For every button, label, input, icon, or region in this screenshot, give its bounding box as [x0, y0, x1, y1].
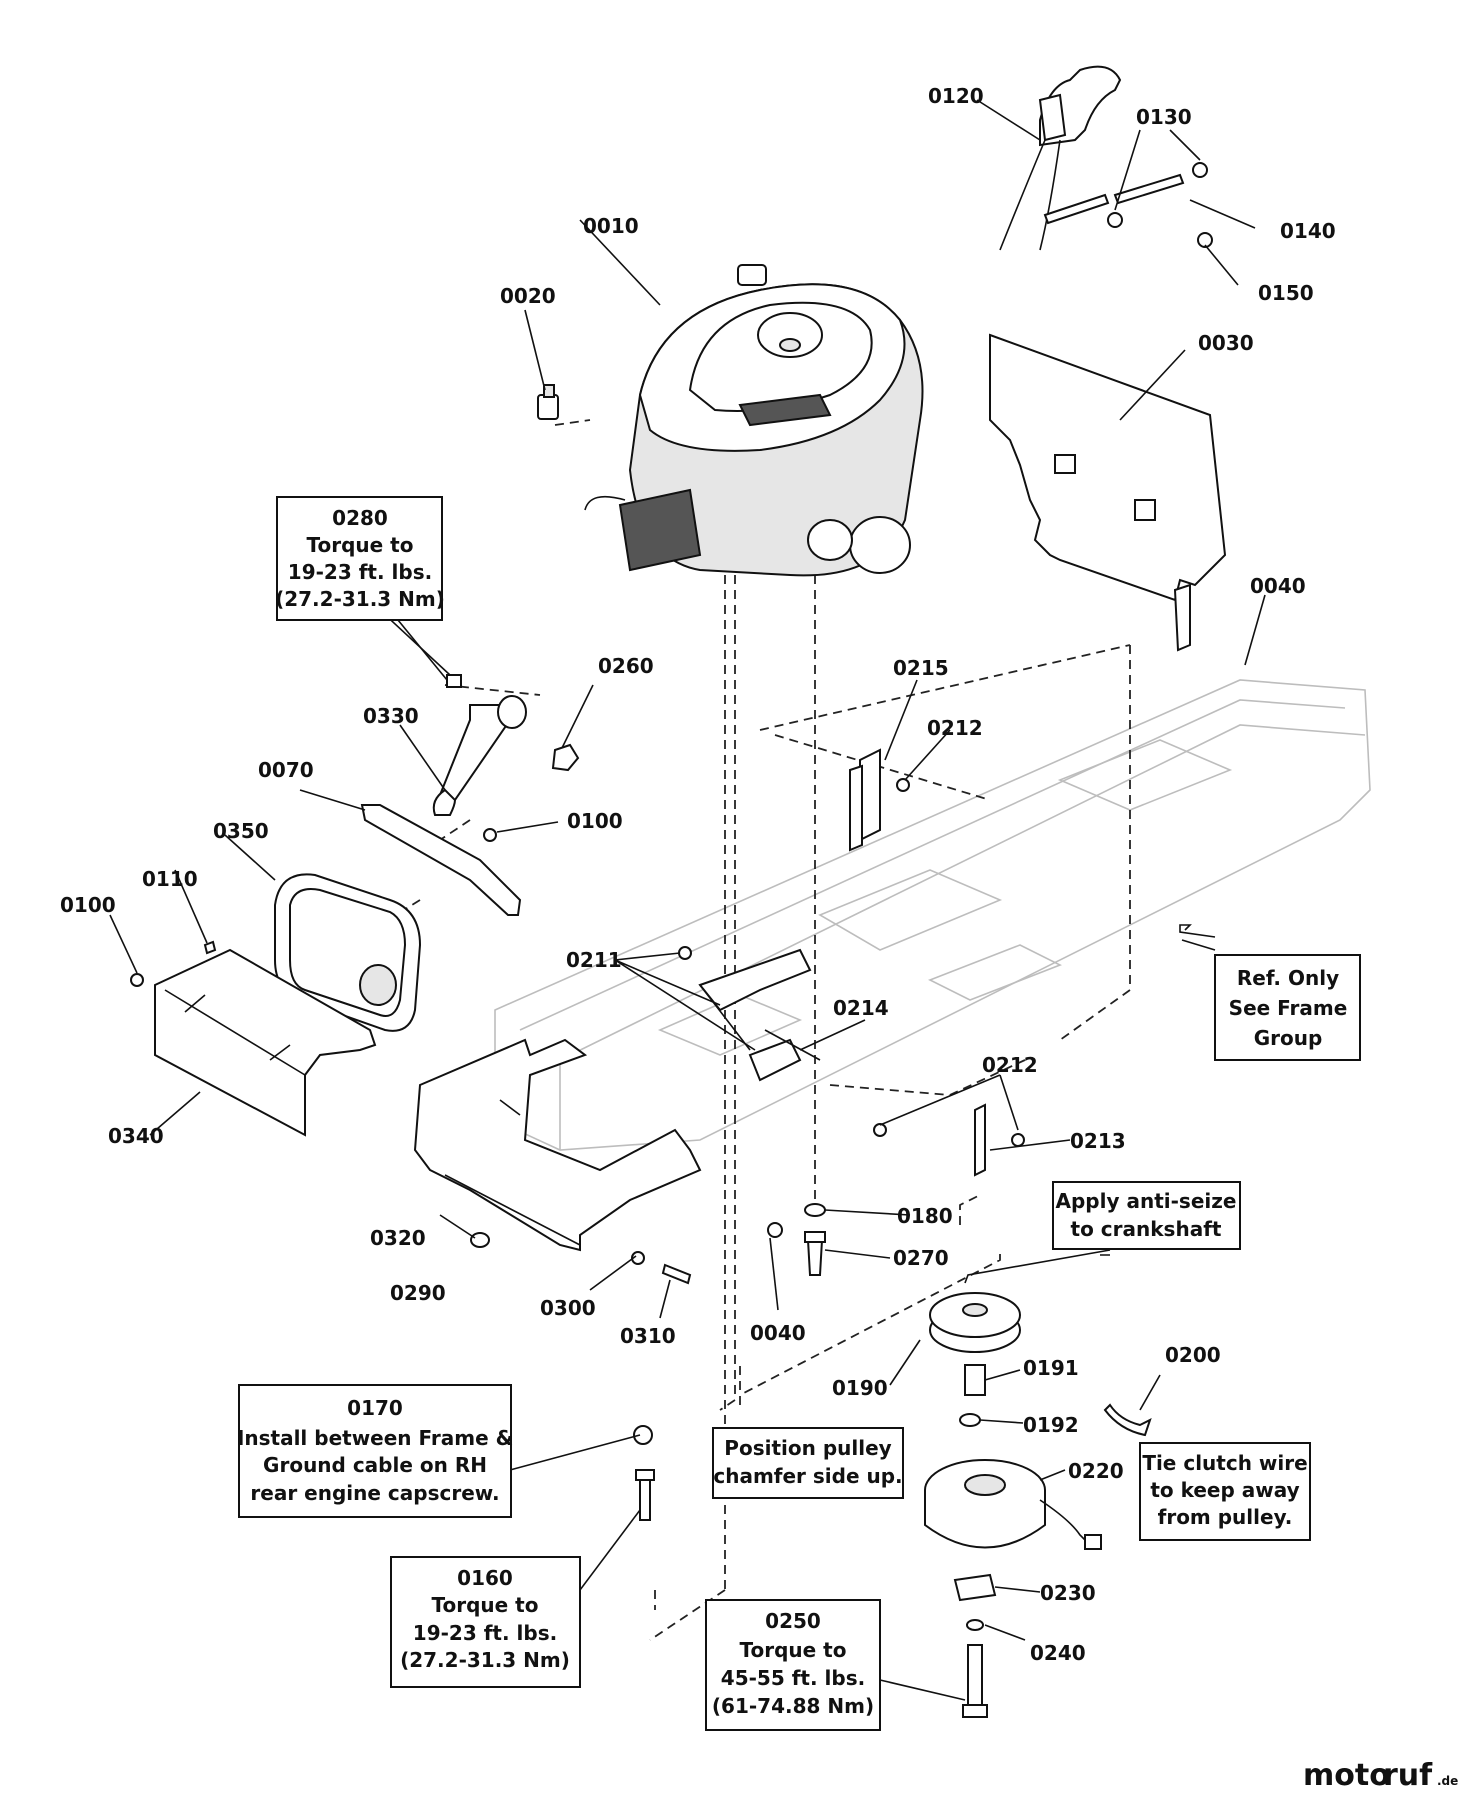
heat-shield-0030	[989, 333, 1227, 652]
watermark-moto: moto	[1303, 1758, 1390, 1793]
callout-0280: 0280 Torque to 19-23 ft. lbs. (27.2-31.3…	[275, 496, 445, 621]
watermark-de: .de	[1437, 1774, 1458, 1788]
alignment-lines	[379, 419, 1131, 1641]
callout-0280-line2: Torque to	[307, 533, 414, 557]
label-0140: 0140	[1280, 219, 1336, 243]
label-0100-right: 0100	[567, 809, 623, 833]
callout-0170-line2: Install between Frame &	[237, 1426, 513, 1450]
callout-0160-line3: 19-23 ft. lbs.	[413, 1621, 557, 1645]
callout-0160: 0160 Torque to 19-23 ft. lbs. (27.2-31.3…	[390, 1556, 581, 1688]
engine-0010	[584, 264, 924, 577]
callout-pulley-line1: Position pulley	[724, 1436, 891, 1460]
label-0211: 0211	[566, 948, 622, 972]
pins-0130-0140	[1043, 162, 1213, 248]
label-0215: 0215	[893, 656, 949, 680]
washer-0180-bolt-0270	[804, 1203, 826, 1276]
callout-0160-line2: Torque to	[432, 1593, 539, 1617]
callout-tie-line3: from pulley.	[1158, 1505, 1293, 1529]
label-0130: 0130	[1136, 105, 1192, 129]
callout-0280-line3: 19-23 ft. lbs.	[288, 560, 432, 584]
leader-lines	[109, 99, 1266, 1701]
callout-ref-line2: See Frame	[1229, 996, 1348, 1020]
callout-0170-line1: 0170	[347, 1396, 403, 1420]
exhaust-pipe-0330	[432, 674, 580, 816]
engine-plate-0320	[413, 1038, 783, 1285]
clutch-0220	[924, 1459, 1102, 1718]
callout-ref-frame: Ref. Only See Frame Group	[1214, 954, 1361, 1061]
label-0220: 0220	[1068, 1459, 1124, 1483]
muffler-bracket-0070	[360, 804, 522, 916]
callout-ref-line3: Group	[1254, 1026, 1323, 1050]
part-labels: 0010 0020 0030 0040 0040 0070 0100 0100 …	[60, 84, 1336, 1665]
label-0260: 0260	[598, 654, 654, 678]
callout-0160-line1: 0160	[457, 1566, 513, 1590]
star-washer-screw	[633, 1425, 655, 1521]
label-0320: 0320	[370, 1226, 426, 1250]
callout-tie-line1: Tie clutch wire	[1142, 1451, 1307, 1475]
label-0190: 0190	[832, 1376, 888, 1400]
callout-anti-seize: Apply anti-seize to crankshaft	[1052, 1181, 1241, 1250]
callout-0250-line1: 0250	[765, 1609, 821, 1633]
callout-pulley-line2: chamfer side up.	[713, 1464, 902, 1488]
label-0020: 0020	[500, 284, 556, 308]
label-0120: 0120	[928, 84, 984, 108]
label-0040-upper: 0040	[1250, 574, 1306, 598]
callout-tie-line2: to keep away	[1150, 1478, 1299, 1502]
callout-anti-seize-line2: to crankshaft	[1071, 1217, 1222, 1241]
label-0070: 0070	[258, 758, 314, 782]
label-0330: 0330	[363, 704, 419, 728]
clip-0200	[1103, 1403, 1152, 1437]
label-0040-lower: 0040	[750, 1321, 806, 1345]
callout-0160-line4: (27.2-31.3 Nm)	[400, 1648, 570, 1672]
callout-0280-line4: (27.2-31.3 Nm)	[275, 587, 445, 611]
label-0100-left: 0100	[60, 893, 116, 917]
fitting-0020	[537, 384, 559, 420]
callout-0170: 0170 Install between Frame & Ground cabl…	[237, 1384, 513, 1518]
callout-ref-line1: Ref. Only	[1237, 966, 1339, 990]
label-0212-lower: 0212	[982, 1053, 1038, 1077]
callout-0250: 0250 Torque to 45-55 ft. lbs. (61-74.88 …	[705, 1599, 881, 1731]
label-0010: 0010	[583, 214, 639, 238]
label-0191: 0191	[1023, 1356, 1079, 1380]
callout-0170-line3: Ground cable on RH	[263, 1453, 487, 1477]
label-0350: 0350	[213, 819, 269, 843]
callout-0250-line3: 45-55 ft. lbs.	[721, 1666, 865, 1690]
label-0270: 0270	[893, 1246, 949, 1270]
bracket-0213	[873, 1103, 1025, 1177]
callout-anti-seize-line1: Apply anti-seize	[1056, 1189, 1237, 1213]
bracket-0214	[678, 946, 821, 1082]
label-0290: 0290	[390, 1281, 446, 1305]
callout-0280-line1: 0280	[332, 506, 388, 530]
pulley-0190	[929, 1292, 1021, 1427]
callout-0250-line4: (61-74.88 Nm)	[712, 1694, 874, 1718]
watermark-logo: moto ruf .de	[1303, 1758, 1458, 1793]
label-0240: 0240	[1030, 1641, 1086, 1665]
muffler-0350	[274, 873, 422, 1032]
callout-0170-line4: rear engine capscrew.	[250, 1481, 499, 1505]
bracket-0215	[849, 748, 910, 852]
throttle-cable-0120	[999, 65, 1122, 251]
label-0030: 0030	[1198, 331, 1254, 355]
label-0214: 0214	[833, 996, 889, 1020]
label-0200: 0200	[1165, 1343, 1221, 1367]
callout-tie-clutch-wire: Tie clutch wire to keep away from pulley…	[1139, 1442, 1311, 1541]
label-0310: 0310	[620, 1324, 676, 1348]
label-0213: 0213	[1070, 1129, 1126, 1153]
callout-0250-line2: Torque to	[740, 1638, 847, 1662]
label-0212-upper: 0212	[927, 716, 983, 740]
label-0150: 0150	[1258, 281, 1314, 305]
label-0110: 0110	[142, 867, 198, 891]
label-0230: 0230	[1040, 1581, 1096, 1605]
label-0300: 0300	[540, 1296, 596, 1320]
label-0340: 0340	[108, 1124, 164, 1148]
label-0180: 0180	[897, 1204, 953, 1228]
muffler-shield-0340	[130, 940, 377, 1137]
label-0192: 0192	[1023, 1413, 1079, 1437]
watermark-ruf: ruf	[1383, 1758, 1433, 1793]
callout-pulley-position: Position pulley chamfer side up.	[712, 1427, 904, 1499]
